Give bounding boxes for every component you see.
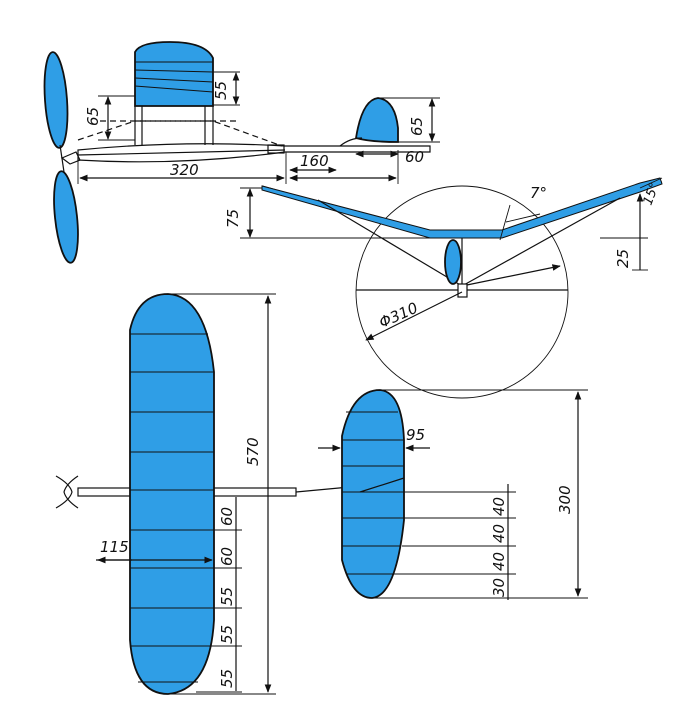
tip-angle-label: 15° bbox=[641, 181, 663, 208]
wing-height-label: 65 bbox=[84, 107, 102, 126]
tail-offset-label: 160 bbox=[300, 152, 329, 170]
fin-chord-label: 60 bbox=[405, 148, 424, 166]
stab-chord-label: 95 bbox=[406, 426, 425, 444]
tip-height-label: 25 bbox=[614, 249, 632, 268]
fuselage-side bbox=[77, 143, 431, 163]
stab-rib-spacing-3: 40 bbox=[490, 552, 508, 571]
stabilizer-top bbox=[341, 389, 405, 599]
stab-span-label: 300 bbox=[556, 485, 574, 514]
propeller-side bbox=[43, 51, 81, 264]
stab-rib-spacing-2: 40 bbox=[490, 524, 508, 543]
wing-side bbox=[77, 41, 283, 147]
stab-rib-spacing-1: 40 bbox=[490, 497, 508, 516]
rib-spacing-5: 55 bbox=[218, 669, 236, 688]
dihedral-angle-label: 7° bbox=[530, 184, 547, 202]
fuselage-length-label: 320 bbox=[170, 161, 199, 179]
rib-spacing-2: 60 bbox=[218, 547, 236, 566]
stab-rib-ladder: 40 40 40 30 bbox=[372, 484, 516, 600]
rib-spacing-4: 55 bbox=[218, 625, 236, 644]
dihedral-height-label: 75 bbox=[224, 209, 242, 228]
rib-spacing-1: 60 bbox=[218, 507, 236, 526]
top-view: 570 115 60 60 55 55 55 300 95 bbox=[55, 293, 588, 695]
propeller-diameter-label: Φ310 bbox=[376, 299, 420, 332]
propeller-disc bbox=[355, 185, 569, 399]
wing-chord-label: 115 bbox=[100, 538, 129, 556]
fin-height-label: 65 bbox=[408, 117, 426, 136]
rib-spacing-ladder: 60 60 55 55 55 bbox=[196, 495, 242, 693]
rib-spacing-3: 55 bbox=[218, 587, 236, 606]
propeller-top bbox=[55, 475, 79, 509]
wing-span-label: 570 bbox=[244, 437, 262, 466]
main-wing-top bbox=[129, 293, 215, 695]
fin-side bbox=[339, 97, 399, 147]
strut-height-label: 55 bbox=[212, 81, 230, 100]
stab-rib-spacing-4: 30 bbox=[490, 578, 508, 597]
front-view: 7° 15° 75 25 Φ310 bbox=[224, 177, 663, 399]
side-view: 65 55 320 160 65 60 bbox=[43, 41, 440, 264]
